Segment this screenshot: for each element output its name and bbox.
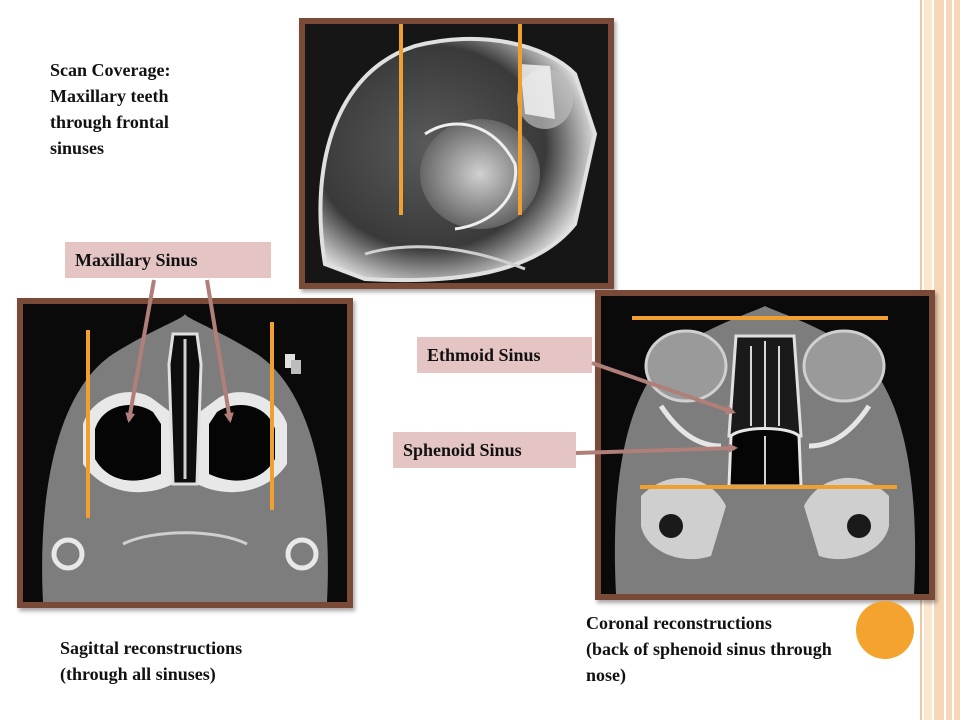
side-decoration-stripe xyxy=(944,0,946,720)
maxillary-sinus-label: Maxillary Sinus xyxy=(65,242,271,278)
ethmoid-sinus-label: Ethmoid Sinus xyxy=(417,337,592,373)
coronal-caption: Coronal reconstructions (back of sphenoi… xyxy=(586,613,832,685)
accent-dot xyxy=(856,601,914,659)
lateral-scout-graphic xyxy=(305,24,608,283)
coronal-ct-graphic xyxy=(601,296,929,594)
axial-ct-graphic xyxy=(23,304,347,602)
scan-coverage-text: Scan Coverage: Maxillary teeth through f… xyxy=(50,60,171,158)
sphenoid-sinus-label: Sphenoid Sinus xyxy=(393,432,576,468)
side-decoration-stripe xyxy=(952,0,954,720)
axial-ct-image xyxy=(17,298,353,608)
side-decoration-band xyxy=(934,0,960,720)
lateral-scout-image xyxy=(299,18,614,289)
coronal-ct-image xyxy=(595,290,935,600)
sagittal-caption: Sagittal reconstructions (through all si… xyxy=(60,638,243,684)
